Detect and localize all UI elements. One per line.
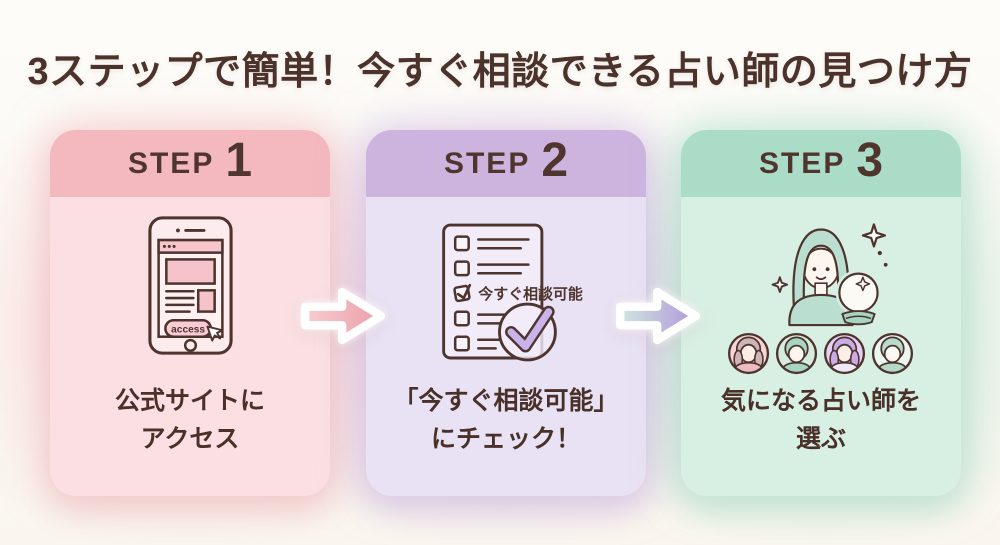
- step-1-caption-line1: 公式サイトに: [114, 387, 265, 415]
- step-2-caption: 「今すぐ相談可能」 にチェック！: [366, 382, 646, 458]
- avatar-4: [873, 334, 912, 373]
- smartphone-icon: access: [147, 216, 233, 355]
- step-3-label: STEP: [758, 146, 846, 180]
- check-circle-icon: [497, 302, 557, 362]
- fortune-teller-icon: [681, 206, 961, 328]
- access-button-label: access: [171, 324, 205, 335]
- avatar-3: [825, 334, 864, 373]
- crystal-ball-icon: [835, 269, 882, 326]
- step-3-number: 3: [856, 133, 884, 187]
- step-3-caption-line1: 気になる占い師を: [720, 387, 921, 415]
- checked-checkbox-icon: [452, 283, 471, 303]
- arrow-step2-to-step3-icon: [616, 287, 701, 345]
- avatar-2: [777, 334, 816, 373]
- step-2-caption-line1: 「今すぐ相談可能」: [393, 387, 619, 415]
- access-button: access: [163, 319, 212, 338]
- step-3-header: STEP 3: [681, 130, 961, 197]
- step-1-number: 1: [225, 133, 253, 187]
- cursor-icon: [205, 325, 223, 342]
- step-3-caption: 気になる占い師を 選ぶ: [681, 382, 961, 458]
- avatar-row: [727, 332, 914, 375]
- arrow-step1-to-step2-icon: [301, 287, 386, 345]
- page-title: 3ステップで簡単！今すぐ相談できる占い師の見つけ方: [27, 51, 973, 93]
- sparkle-small-icon: [771, 276, 789, 293]
- checklist-check-icon: 今すぐ相談可能: [366, 220, 646, 365]
- step-1-card: STEP 1 access: [50, 130, 330, 496]
- checked-item-label: 今すぐ相談可能: [477, 285, 583, 303]
- step-2-number: 2: [541, 133, 569, 187]
- step-2-card: STEP 2 今すぐ相談可能: [366, 130, 646, 496]
- avatar-1: [729, 334, 768, 373]
- step-2-header: STEP 2: [366, 130, 646, 197]
- step-3-caption-line2: 選ぶ: [795, 425, 846, 453]
- step-1-label: STEP: [127, 146, 215, 180]
- fortune-teller-illustration: [771, 223, 888, 327]
- step-1-caption-line2: アクセス: [140, 425, 240, 453]
- step-2-caption-line2: にチェック！: [430, 425, 581, 453]
- smartphone-access-icon: access: [50, 214, 330, 357]
- fortune-teller-avatars: [681, 330, 961, 377]
- step-3-card: STEP 3: [681, 130, 961, 496]
- sparkle-icon: [861, 223, 887, 248]
- step-1-caption: 公式サイトに アクセス: [50, 382, 330, 458]
- step-1-header: STEP 1: [50, 130, 330, 197]
- checklist-icon: 今すぐ相談可能: [441, 223, 582, 362]
- step-2-label: STEP: [443, 146, 531, 180]
